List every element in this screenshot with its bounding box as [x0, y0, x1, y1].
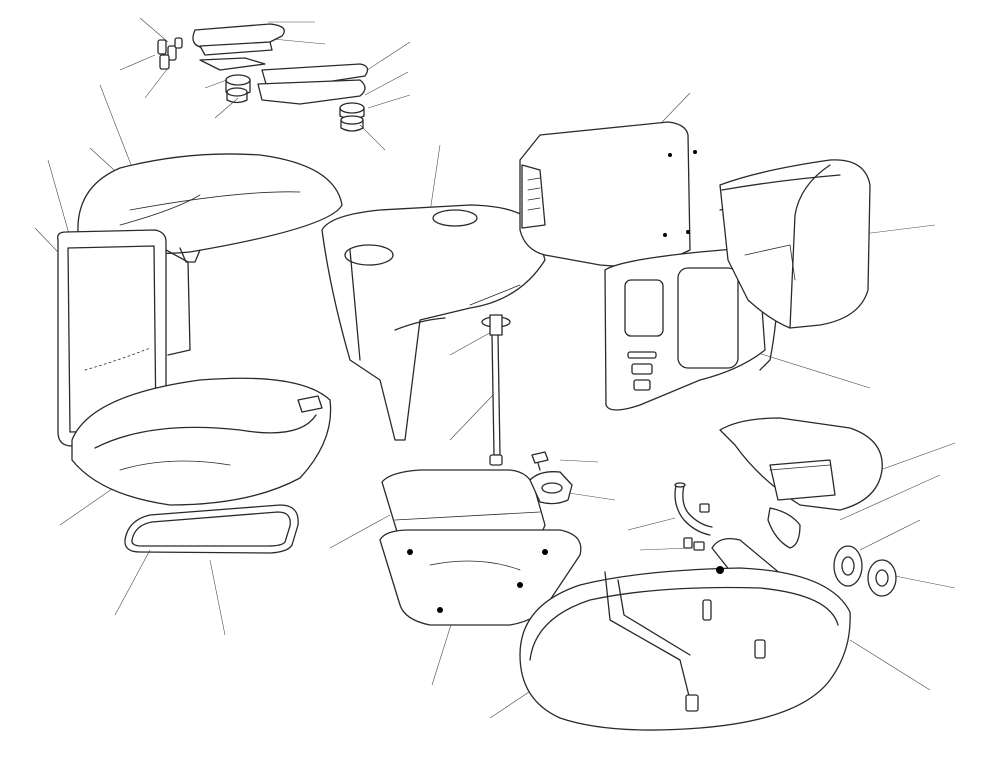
oval-base-plate	[519, 566, 851, 731]
pump-block	[529, 471, 573, 505]
center-top-housing	[321, 204, 546, 441]
small-clip	[531, 451, 549, 471]
upper-base-shell	[719, 417, 883, 511]
water-tank	[719, 159, 871, 329]
curved-base-bowl	[71, 377, 332, 506]
domed-top-cover	[77, 153, 343, 263]
stem-valve	[481, 314, 511, 466]
roller-pair	[833, 545, 897, 597]
front-control-panel	[604, 207, 779, 411]
base-gasket	[124, 504, 299, 554]
tube-elbow	[674, 482, 713, 551]
rear-curved-panel	[519, 121, 697, 267]
pinch-valve-arm-assembly	[157, 23, 369, 132]
